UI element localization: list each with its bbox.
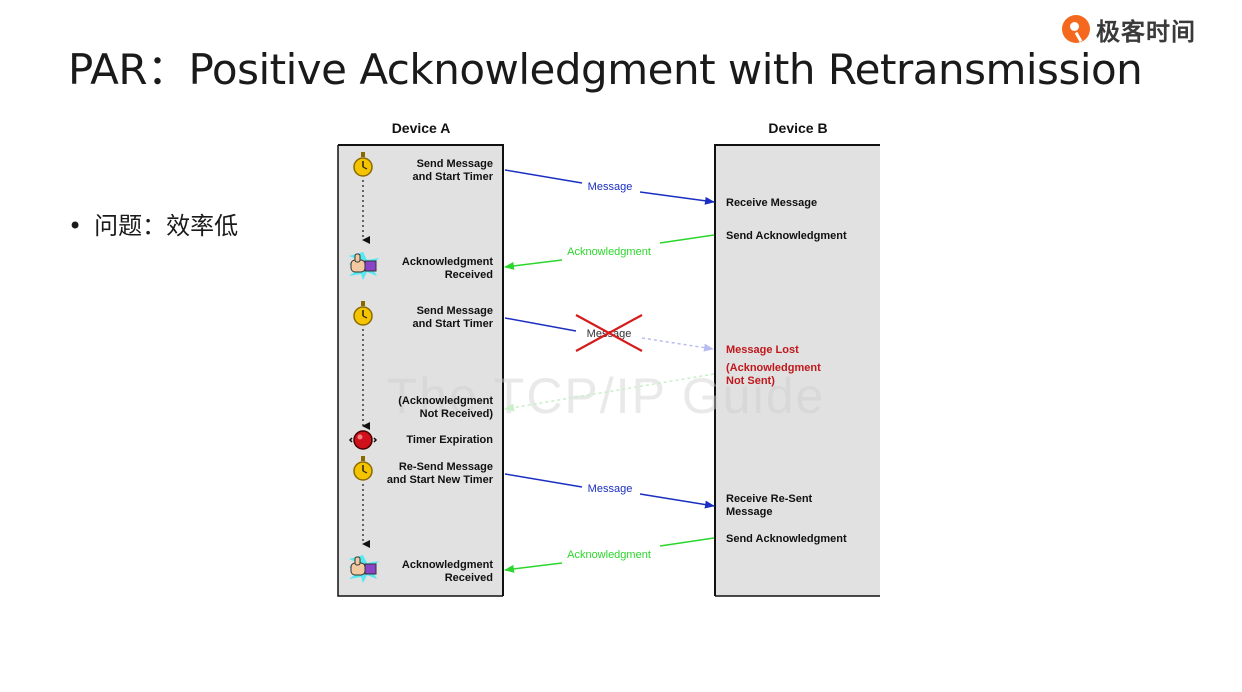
brand-logo: 极客时间 xyxy=(1062,12,1196,46)
svg-text:Receive Re-Sent: Receive Re-Sent xyxy=(726,493,813,505)
page-title: PAR：Positive Acknowledgment with Retrans… xyxy=(68,45,1143,94)
bullet-item: • 问题：效率低 xyxy=(68,206,238,241)
a-label-send-message: Send Message and Start Timer xyxy=(413,305,494,330)
svg-text:Message: Message xyxy=(588,181,633,193)
svg-text:Send Message: Send Message xyxy=(417,305,493,317)
geektime-logo-icon xyxy=(1062,15,1090,43)
stopwatch-icon xyxy=(353,456,373,481)
thumbs-up-icon xyxy=(349,252,379,280)
a-label-resend-message: Re-Send Message and Start New Timer xyxy=(387,461,494,486)
b-label-send-ack: Send Acknowledgment xyxy=(726,230,847,242)
brand-name: 极客时间 xyxy=(1096,17,1196,46)
stopwatch-icon xyxy=(353,152,373,177)
device-a-panel xyxy=(337,144,504,597)
ack-arrow: Acknowledgment xyxy=(504,537,715,573)
svg-text:Acknowledgment: Acknowledgment xyxy=(402,559,493,571)
svg-text:Not Sent): Not Sent) xyxy=(726,375,775,387)
b-label-receive-resent: Receive Re-Sent Message xyxy=(726,493,813,518)
ack-not-sent-arrow xyxy=(504,373,715,412)
bullet-text: 问题：效率低 xyxy=(94,212,239,240)
red-alarm-icon xyxy=(348,430,378,450)
a-label-ack-received: Acknowledgment Received xyxy=(402,256,493,281)
b-label-message-lost: Message Lost xyxy=(726,344,799,356)
par-sequence-diagram: Device A Device B The TCP/IP Guide xyxy=(337,120,880,597)
svg-text:(Acknowledgment: (Acknowledgment xyxy=(398,395,493,407)
svg-text:Not Received): Not Received) xyxy=(420,408,494,420)
svg-text:and Start New Timer: and Start New Timer xyxy=(387,474,494,486)
b-label-send-ack: Send Acknowledgment xyxy=(726,533,847,545)
a-label-ack-received: Acknowledgment Received xyxy=(402,559,493,584)
svg-text:Message: Message xyxy=(726,506,772,518)
svg-text:Acknowledgment: Acknowledgment xyxy=(567,549,651,561)
a-label-ack-not-received: (Acknowledgment Not Received) xyxy=(398,395,493,420)
svg-text:Send Message: Send Message xyxy=(417,158,493,170)
svg-text:Acknowledgment: Acknowledgment xyxy=(567,246,651,258)
b-label-ack-not-sent: (Acknowledgment Not Sent) xyxy=(726,362,821,387)
thumbs-up-icon xyxy=(349,555,379,583)
a-label-send-message: Send Message and Start Timer xyxy=(413,158,494,183)
svg-text:Received: Received xyxy=(445,269,493,281)
stopwatch-icon xyxy=(353,301,373,326)
message-arrow: Message xyxy=(504,473,715,509)
message-arrow: Message xyxy=(504,169,715,205)
ack-arrow: Acknowledgment xyxy=(504,234,715,270)
device-a-title: Device A xyxy=(392,120,451,136)
bullet-dot: • xyxy=(68,212,83,240)
svg-text:Acknowledgment: Acknowledgment xyxy=(402,256,493,268)
svg-text:and Start Timer: and Start Timer xyxy=(413,171,494,183)
red-x-icon xyxy=(575,314,643,352)
watermark-text: The TCP/IP Guide xyxy=(387,368,826,424)
device-b-title: Device B xyxy=(768,120,827,136)
b-label-receive-message: Receive Message xyxy=(726,197,817,209)
a-label-timer-expiration: Timer Expiration xyxy=(406,434,493,446)
svg-text:Re-Send Message: Re-Send Message xyxy=(399,461,493,473)
svg-text:Received: Received xyxy=(445,572,493,584)
device-b-panel xyxy=(714,144,880,597)
svg-text:Message: Message xyxy=(588,483,633,495)
svg-text:(Acknowledgment: (Acknowledgment xyxy=(726,362,821,374)
svg-text:and Start Timer: and Start Timer xyxy=(413,318,494,330)
